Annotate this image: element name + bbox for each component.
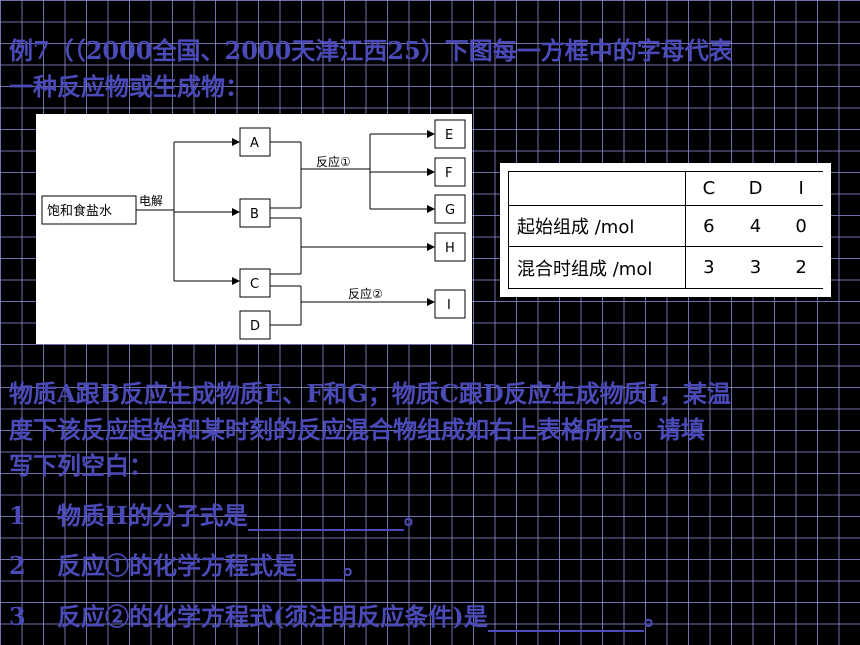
box-e-label: E — [445, 128, 453, 143]
question-end: 。 — [343, 551, 367, 580]
question-number: 3 — [9, 602, 26, 631]
question-end: 。 — [403, 501, 428, 530]
table-cell: 3 — [685, 246, 732, 289]
box-b — [239, 198, 271, 228]
box-c-label: C — [250, 277, 259, 292]
reaction1-label: 反应① — [316, 154, 351, 169]
table-header-cell: I — [779, 171, 823, 206]
intro-line-2: 一种反应物或生成物： — [9, 72, 249, 101]
answer-blank[interactable] — [487, 606, 644, 632]
table-row-label: 混合时组成 /mol — [508, 246, 686, 289]
box-h — [434, 232, 466, 262]
box-i-label: I — [447, 298, 451, 313]
description-line-2: 度下该反应起始和某时刻的反应混合物组成如右上表格所示。请填 — [9, 415, 705, 444]
question-end: 。 — [643, 602, 668, 631]
reaction-diagram-svg: 饱和食盐水 电解 A B C D 反应① 反应② E F G H I — [41, 119, 466, 340]
question-1: 1 物质H的分子式是 。 — [9, 501, 428, 531]
box-h-label: H — [445, 241, 455, 256]
question-text: 反应①的化学方程式是 — [57, 551, 297, 580]
electrolysis-label: 电解 — [139, 194, 163, 208]
box-g — [434, 194, 466, 224]
box-e — [434, 119, 466, 149]
box-d-label: D — [250, 319, 260, 334]
table-header-cell — [508, 171, 686, 206]
table-row: 混合时组成 /mol 3 3 2 — [508, 246, 823, 289]
intro-line-1: 例7（（2000全国、2000天津江西25）下图每一方框中的字母代表 — [9, 36, 733, 65]
question-number: 1 — [9, 501, 26, 530]
composition-table: C D I 起始组成 /mol 6 4 0 混合时组成 /mol 3 3 2 — [508, 171, 823, 289]
table-cell: 4 — [731, 204, 780, 248]
box-c — [239, 268, 271, 298]
box-f-label: F — [445, 166, 452, 181]
table-row: 起始组成 /mol 6 4 0 — [508, 204, 823, 248]
table-cell: 6 — [685, 204, 732, 248]
reaction2-label: 反应② — [348, 286, 383, 301]
table-cell: 0 — [779, 204, 823, 248]
start-box-label: 饱和食盐水 — [47, 203, 112, 219]
question-text: 反应②的化学方程式(须注明反应条件)是 — [57, 602, 488, 631]
table-cell: 3 — [731, 246, 780, 289]
table-row-label: 起始组成 /mol — [508, 204, 686, 248]
reaction-diagram: 饱和食盐水 电解 A B C D 反应① 反应② E F G H I — [36, 114, 472, 344]
question-text: 物质H的分子式是 — [57, 501, 248, 530]
table-header-row: C D I — [508, 171, 823, 206]
box-a-label: A — [250, 136, 259, 151]
description-line-3: 写下列空白： — [9, 451, 153, 480]
box-g-label: G — [445, 203, 455, 218]
question-3: 3 反应②的化学方程式(须注明反应条件)是 。 — [9, 602, 668, 632]
table-cell: 2 — [779, 246, 823, 289]
table-header-cell: D — [731, 171, 780, 206]
box-f — [434, 157, 466, 187]
description-line-1: 物质A跟B反应生成物质E、F和G；物质C跟D反应生成物质I，某温 — [9, 379, 731, 408]
question-number: 2 — [9, 551, 26, 580]
answer-blank[interactable] — [247, 505, 404, 531]
table-header-cell: C — [685, 171, 732, 206]
box-i — [434, 289, 466, 319]
answer-blank[interactable] — [297, 555, 343, 581]
box-b-label: B — [250, 207, 259, 222]
question-2: 2 反应①的化学方程式是 。 — [9, 551, 367, 581]
composition-table-panel: C D I 起始组成 /mol 6 4 0 混合时组成 /mol 3 3 2 — [500, 163, 831, 297]
